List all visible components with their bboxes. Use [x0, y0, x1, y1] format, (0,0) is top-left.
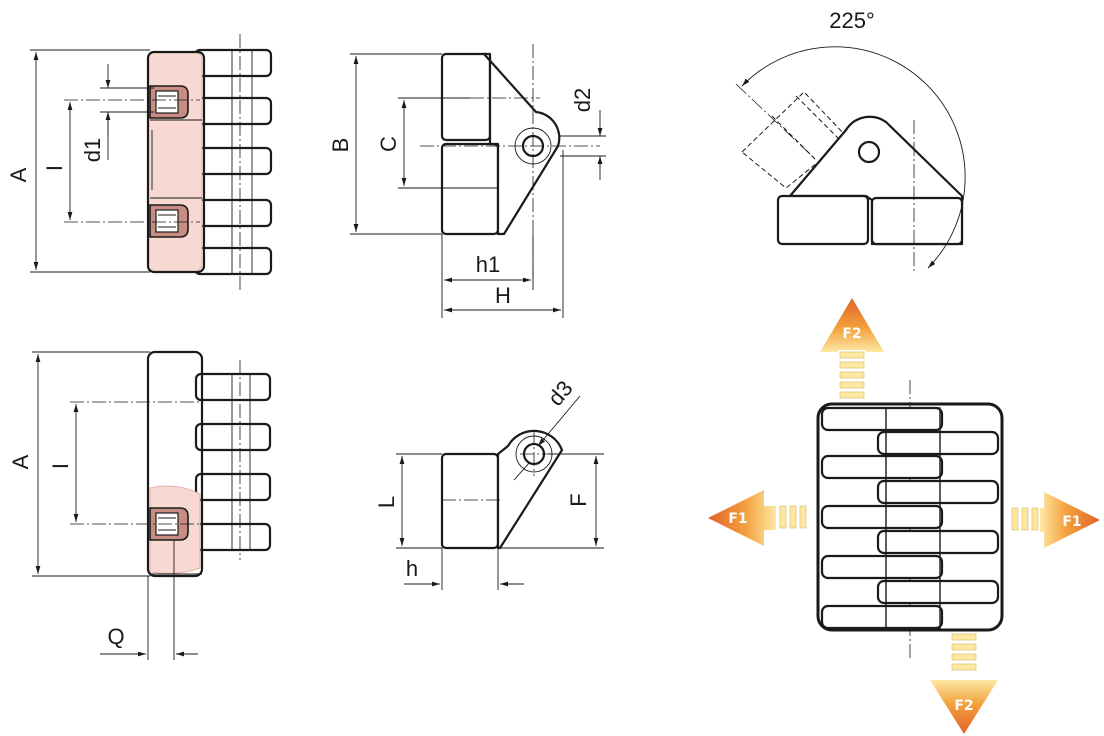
dim-label-A: A	[6, 167, 31, 182]
dim-label-d1: d1	[80, 138, 105, 162]
force-arrow-F1-left: F1	[708, 490, 807, 546]
force-label-F1-left: F1	[728, 511, 747, 527]
dim-label-I-bottom: I	[48, 463, 73, 469]
screw-insert-lower	[149, 204, 189, 238]
dim-label-A-bottom: A	[8, 454, 33, 469]
dim-label-d2: d2	[570, 88, 595, 112]
hinge-knuckles-bottom	[194, 360, 272, 560]
force-label-F1-right: F1	[1062, 514, 1081, 530]
hinge-knuckles-top	[193, 34, 273, 290]
dim-label-F: F	[566, 493, 591, 506]
force-view: F2 F2 F1 F1	[708, 298, 1100, 734]
dim-label-L: L	[374, 496, 399, 508]
front-view-two-holes: A I d1	[6, 34, 273, 290]
pin-segments	[885, 407, 941, 629]
front-view-one-hole: A I Q	[8, 350, 272, 660]
dim-label-Q: Q	[107, 624, 124, 649]
hinge-leaf-top	[147, 51, 203, 273]
knuckle-bands	[820, 406, 1000, 630]
side-view-single-leaf: d3 L F h	[374, 376, 604, 590]
dim-label-h1: h1	[476, 252, 500, 277]
dim-label-H: H	[495, 283, 511, 308]
force-label-F2-bottom: F2	[954, 698, 973, 714]
angle-label: 225°	[829, 8, 875, 33]
dim-label-h: h	[406, 556, 418, 581]
side-view-closed: B C d2 h1 H	[328, 44, 606, 318]
dim-label-C: C	[376, 136, 401, 152]
rotation-view: 225°	[735, 8, 966, 272]
dim-label-B: B	[328, 138, 353, 153]
hinge-top-view	[816, 380, 1004, 660]
dim-label-I: I	[42, 165, 67, 171]
force-arrow-F2-down: F2	[930, 633, 998, 734]
force-label-F2-top: F2	[842, 326, 861, 342]
screw-insert-upper	[149, 85, 189, 119]
force-arrow-F1-right: F1	[1011, 492, 1100, 548]
force-arrow-F2-up: F2	[820, 298, 884, 399]
